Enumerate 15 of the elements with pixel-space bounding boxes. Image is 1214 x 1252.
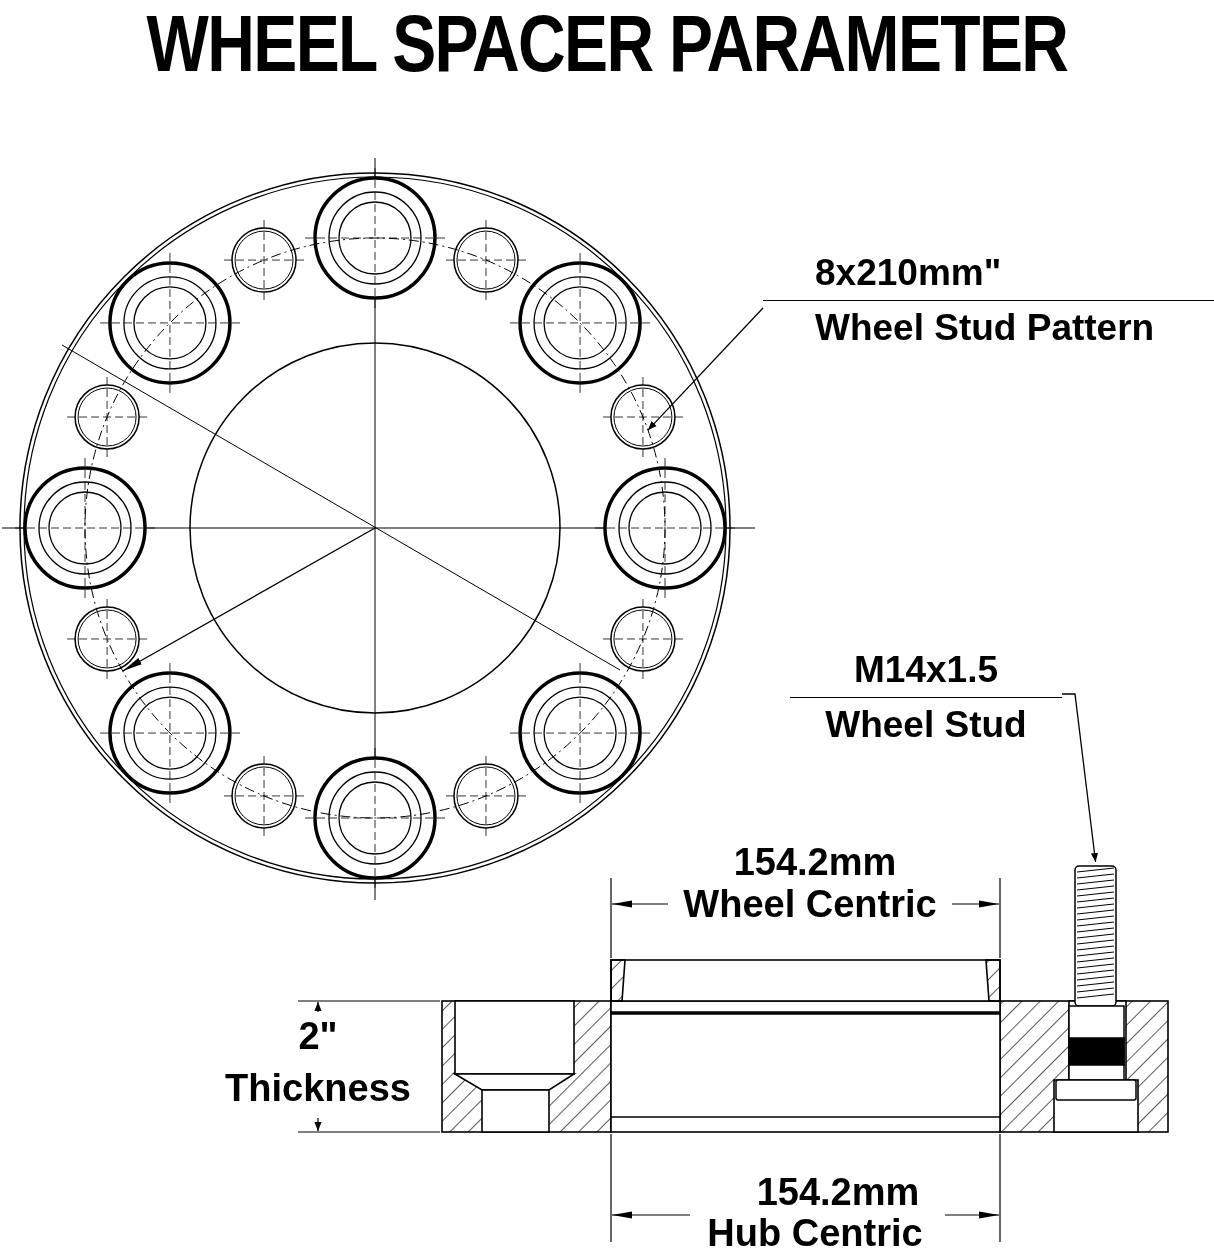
dimension-label: Wheel Centric xyxy=(682,882,938,926)
dimension-label: 154.2mm xyxy=(755,1170,921,1214)
title: WHEEL SPACER PARAMETER xyxy=(145,1,1069,85)
callout-label: M14x1.5 xyxy=(853,648,999,692)
dimension-label: 154.2mm xyxy=(732,840,898,884)
dimension-label: Thickness xyxy=(224,1066,412,1110)
wheel-stud-drawing xyxy=(1055,865,1137,1101)
dimension-label: 2" xyxy=(297,1014,339,1058)
callout-label: Wheel Stud Pattern xyxy=(763,300,1214,351)
dimension-label: Hub Centric xyxy=(706,1211,924,1252)
callout-label: 8x210mm" xyxy=(814,251,1003,295)
callout-label: Wheel Stud xyxy=(790,697,1062,748)
leader-line xyxy=(647,307,764,431)
bolt-circle xyxy=(84,237,666,819)
leader-line xyxy=(1061,693,1099,863)
